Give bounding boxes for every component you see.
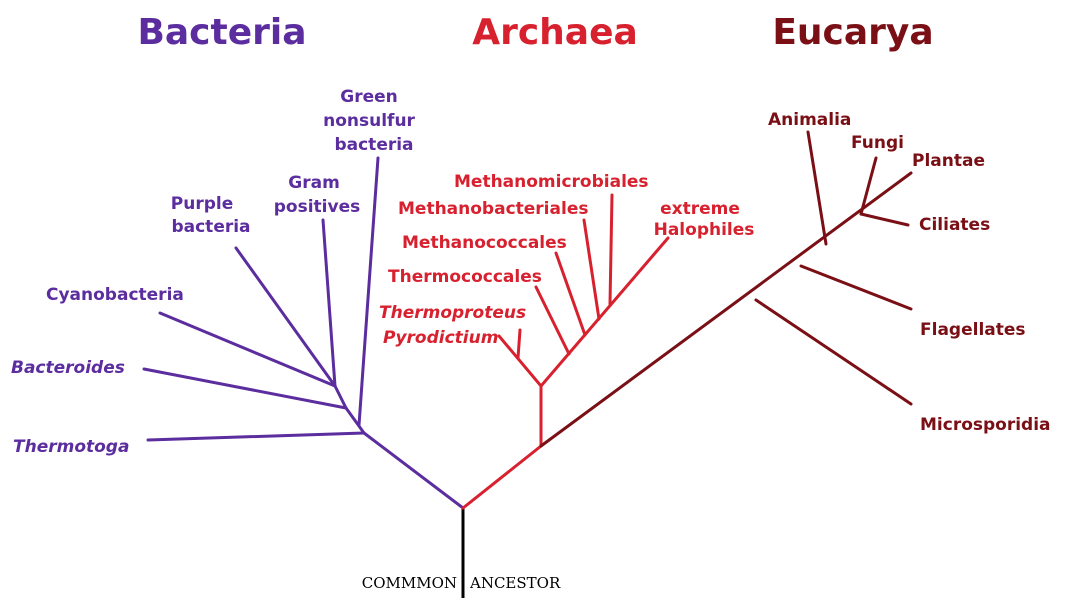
branch-methanomicrobiales <box>608 193 614 306</box>
leaf-label-pyrodictium: Pyrodictium <box>383 328 498 348</box>
branch-archaea-upper <box>539 236 670 388</box>
branch-thermococcales <box>534 285 571 356</box>
leaf-label-cyanobacteria: Cyanobacteria <box>46 285 184 305</box>
branch-microsporidia <box>754 298 913 406</box>
leaf-label-extreme-halophiles-line1: extreme <box>660 199 740 219</box>
branch-thermoproteus <box>516 328 522 360</box>
leaf-label-plantae: Plantae <box>912 151 985 171</box>
leaf-label-methanobacteriales: Methanobacteriales <box>398 199 588 219</box>
leaf-label-methanomicrobiales: Methanomicrobiales <box>454 172 649 192</box>
branch-methanococcales <box>554 251 587 337</box>
branch-pyrodictium <box>497 334 543 388</box>
leaf-label-thermotoga: Thermotoga <box>13 437 129 457</box>
leaf-label-green-nonsulfur-line1: Green <box>340 87 398 107</box>
leaf-label-extreme-halophiles-line2: Halophiles <box>654 220 755 240</box>
branch-bacteroides <box>142 367 348 410</box>
leaf-label-green-nonsulfur-line3: bacteria <box>334 135 413 155</box>
leaf-label-thermococcales: Thermococcales <box>388 267 542 287</box>
leaf-label-methanococcales: Methanococcales <box>402 233 567 253</box>
branch-green-nonsulfur <box>357 156 380 427</box>
leaf-label-gram-positives-line2: positives <box>274 197 360 217</box>
branch-bacteria-inner <box>344 406 366 435</box>
archaea-branches <box>461 193 670 510</box>
branch-cyanobacteria <box>158 311 337 388</box>
leaf-label-green-nonsulfur-line2: nonsulfur <box>323 111 415 131</box>
leaf-label-animalia: Animalia <box>768 110 851 130</box>
branch-methanobacteriales <box>582 218 601 321</box>
branch-bacteria-trunk <box>362 431 465 510</box>
leaf-label-bacteroides: Bacteroides <box>11 358 125 378</box>
branch-gram-positives <box>321 218 337 388</box>
domain-title-bacteria: Bacteria <box>137 12 306 53</box>
eucarya-branches <box>539 130 913 448</box>
leaf-label-gram-positives-line1: Gram <box>288 173 340 193</box>
leaf-label-purple-bacteria-line1: Purple <box>171 194 233 214</box>
leaf-label-gram-positives: Gram positives <box>274 173 360 217</box>
branch-eucarya-trunk <box>539 171 913 448</box>
branch-thermotoga <box>146 431 366 442</box>
leaf-label-thermoproteus: Thermoproteus <box>379 303 526 323</box>
leaf-label-microsporidia: Microsporidia <box>920 415 1051 435</box>
branch-bacteria-inner2 <box>333 384 348 410</box>
branch-animalia <box>806 130 828 246</box>
leaf-label-green-nonsulfur: Green nonsulfur bacteria <box>323 87 421 155</box>
leaf-label-purple-bacteria-line2: bacteria <box>171 217 250 237</box>
branch-ciliates <box>859 212 910 227</box>
branch-flagellates <box>799 264 913 311</box>
root-label-left: COMMMON <box>362 574 457 592</box>
leaf-label-flagellates: Flagellates <box>920 320 1026 340</box>
bacteria-branches <box>142 156 465 510</box>
leaf-label-extreme-halophiles: extreme Halophiles <box>654 199 755 240</box>
leaf-label-purple-bacteria: Purple bacteria <box>171 194 251 237</box>
branch-purple-bacteria <box>234 246 337 388</box>
root-label-right: ANCESTOR <box>469 574 561 592</box>
domain-title-eucarya: Eucarya <box>772 12 933 53</box>
leaf-label-fungi: Fungi <box>851 133 904 153</box>
domain-title-archaea: Archaea <box>472 12 638 53</box>
branch-fungi <box>859 156 878 216</box>
branch-archaea-trunk <box>461 444 543 510</box>
leaf-label-ciliates: Ciliates <box>919 215 990 235</box>
